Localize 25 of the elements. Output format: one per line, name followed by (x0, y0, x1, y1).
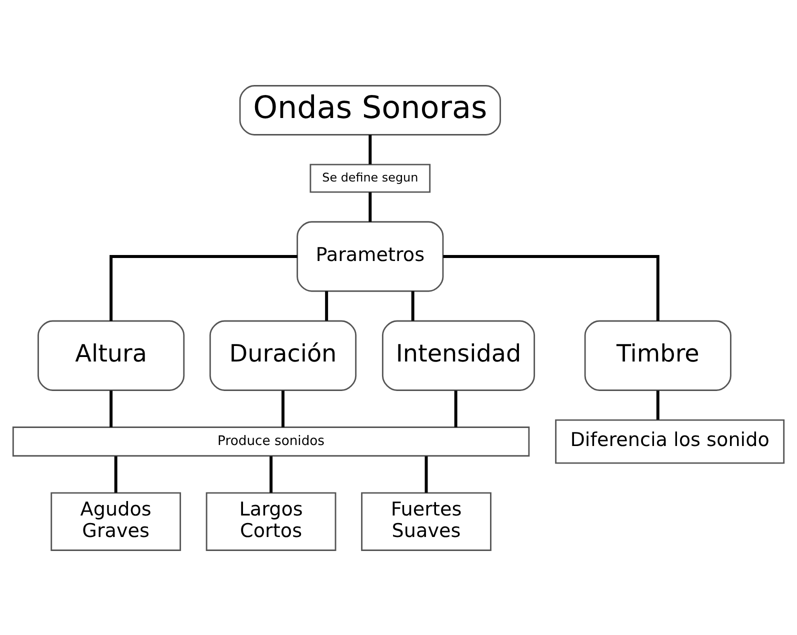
connector (368, 134, 372, 164)
connector (424, 456, 428, 492)
connector (325, 290, 328, 320)
connector (282, 390, 284, 427)
node-box: Se define segun (310, 163, 431, 192)
connector (110, 254, 298, 320)
node-box: Diferencia los sonido (555, 418, 785, 464)
node-box: Produce sonidos (12, 426, 530, 456)
node-box: Ondas Sonoras (239, 84, 501, 135)
node-box: Altura (38, 320, 185, 390)
node-box: Intensidad (382, 320, 536, 390)
connector (110, 390, 113, 427)
connector (114, 456, 118, 492)
connector (454, 390, 458, 427)
connector (411, 290, 414, 320)
node-box: Fuertes Suaves (361, 492, 492, 550)
connector (656, 390, 660, 420)
node-box: Parametros (296, 220, 444, 292)
node-box: Timbre (584, 320, 732, 390)
node-box: Largos Cortos (206, 492, 336, 550)
connector (443, 254, 660, 320)
node-box: Agudos Graves (50, 492, 182, 550)
connector (368, 192, 372, 222)
connector (270, 456, 273, 492)
node-box: Duración (209, 320, 357, 390)
